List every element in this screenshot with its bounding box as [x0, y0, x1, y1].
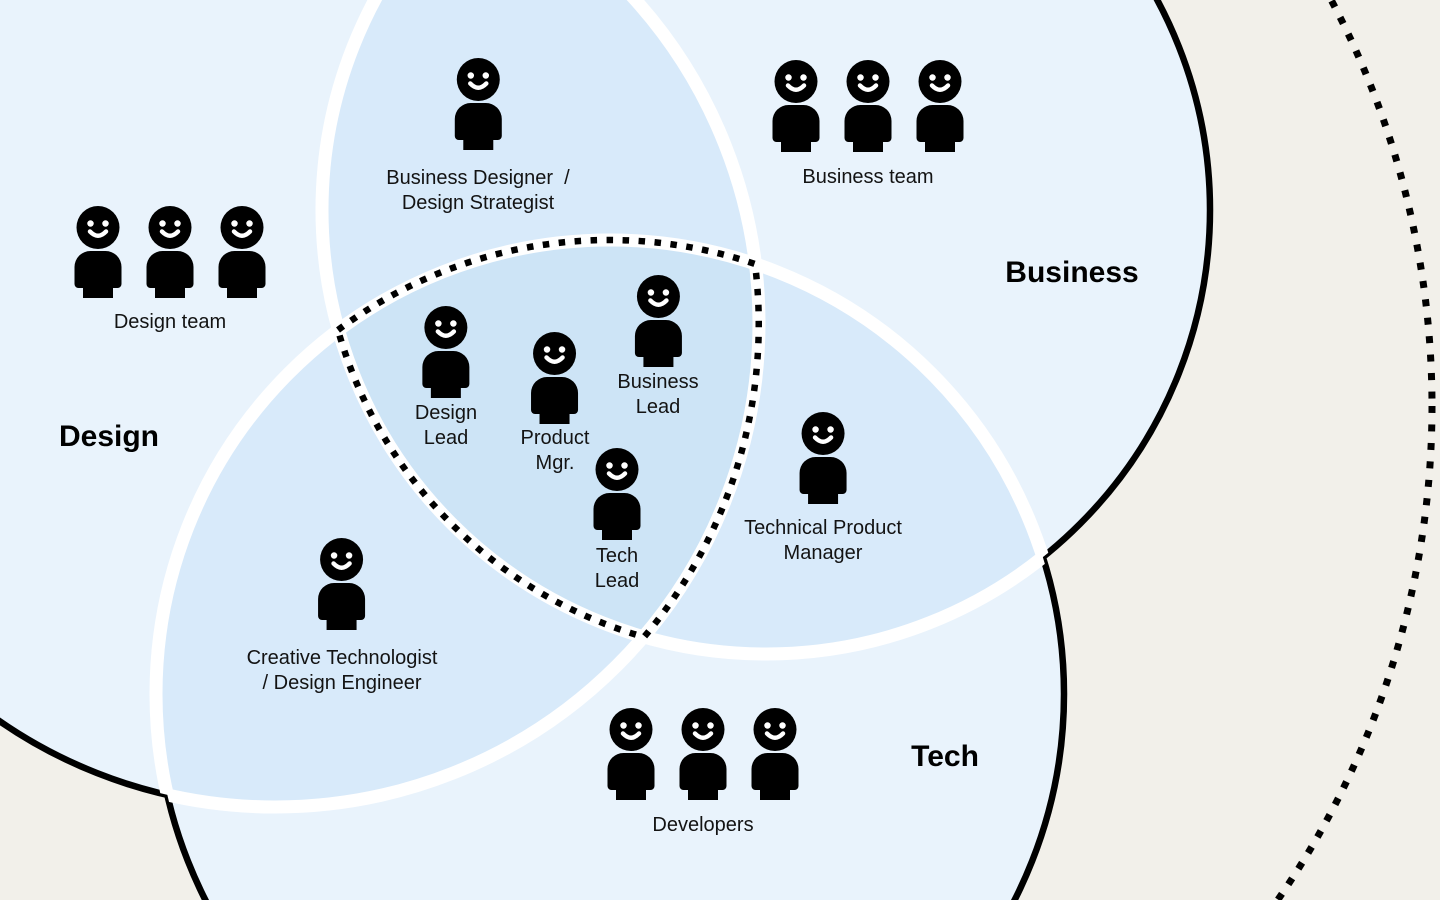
- people-row: [771, 60, 965, 152]
- group-label: Business team: [802, 165, 933, 190]
- person-icon: [73, 206, 123, 298]
- group-label: Creative Technologist / Design Engineer: [247, 646, 438, 696]
- group-design-lead: Design Lead: [415, 306, 477, 451]
- group-label: Design team: [114, 310, 226, 335]
- label-line: Developers: [652, 814, 754, 836]
- group-developers: Developers: [606, 708, 800, 838]
- person-icon: [606, 708, 656, 800]
- people-row: [530, 332, 580, 424]
- person-icon: [843, 60, 893, 152]
- people-row: [592, 448, 642, 540]
- group-tech-lead: Tech Lead: [592, 448, 642, 594]
- label-line: Business: [617, 371, 699, 393]
- triple-overlap: [322, 240, 759, 654]
- label-line: Lead: [594, 570, 640, 592]
- label-line: Business team: [802, 166, 934, 188]
- label-line: Tech: [595, 545, 639, 567]
- person-icon: [317, 538, 367, 630]
- label-line: Design: [414, 402, 478, 424]
- label-line: Mgr.: [535, 452, 575, 474]
- core-team-dotted-outline: [334, 236, 762, 641]
- person-icon: [145, 206, 195, 298]
- label-line: Lead: [635, 396, 681, 418]
- business-divider: [315, 0, 1064, 661]
- people-row: [421, 306, 471, 398]
- group-design-team: Design team: [73, 206, 267, 335]
- group-label: Business Lead: [617, 370, 698, 420]
- group-label: Product Mgr.: [521, 426, 590, 476]
- group-product-mgr: Product Mgr.: [521, 332, 590, 476]
- group-business-team: Business team: [771, 60, 965, 190]
- label-line: Design team: [113, 311, 227, 333]
- group-technical-product-manager: Technical Product Manager: [744, 412, 902, 566]
- tech-area-title: Tech: [911, 740, 979, 773]
- person-icon: [750, 708, 800, 800]
- person-icon: [633, 275, 683, 367]
- label-line: Business Designer /: [386, 167, 570, 189]
- label-line: Product: [520, 427, 590, 449]
- group-label: Business Designer / Design Strategist: [386, 166, 569, 216]
- group-creative-technologist: Creative Technologist / Design Engineer: [247, 538, 438, 696]
- business-area-title: Business: [1005, 256, 1139, 289]
- people-row: [317, 538, 367, 630]
- person-icon: [678, 708, 728, 800]
- group-business-designer: Business Designer / Design Strategist: [386, 58, 570, 216]
- person-icon: [592, 448, 642, 540]
- people-row: [798, 412, 848, 504]
- design-area-title: Design: [58, 420, 160, 453]
- person-icon: [915, 60, 965, 152]
- label-line: Design Strategist: [401, 192, 555, 214]
- person-icon: [530, 332, 580, 424]
- people-row: [453, 58, 503, 150]
- person-icon: [453, 58, 503, 150]
- group-business-lead: Business Lead: [617, 275, 699, 420]
- label-line: Creative Technologist: [246, 647, 438, 669]
- label-line: Lead: [423, 427, 469, 449]
- person-icon: [421, 306, 471, 398]
- label-line: Manager: [783, 542, 863, 564]
- label-line: / Design Engineer: [262, 672, 422, 694]
- people-row: [73, 206, 267, 298]
- label-line: Technical Product: [744, 517, 902, 539]
- person-icon: [771, 60, 821, 152]
- people-row: [606, 708, 800, 800]
- person-icon: [217, 206, 267, 298]
- people-row: [633, 275, 683, 367]
- group-label: Developers: [652, 813, 753, 838]
- person-icon: [798, 412, 848, 504]
- group-label: Design Lead: [415, 401, 477, 451]
- group-label: Technical Product Manager: [744, 516, 902, 566]
- group-label: Tech Lead: [595, 544, 640, 594]
